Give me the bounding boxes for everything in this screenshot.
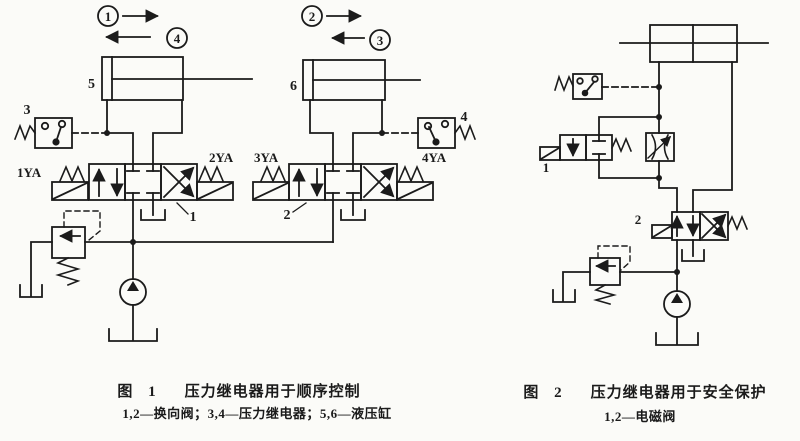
cylinder-5-label: 5 — [88, 77, 95, 92]
pump-icon — [108, 241, 158, 342]
tank-icon — [108, 328, 158, 342]
valve-2-label: 2 — [635, 212, 642, 227]
figure2-diagram: 1 — [539, 24, 769, 346]
step-2-label: 2 — [309, 9, 316, 24]
figure1-caption-title: 压力继电器用于顺序控制 — [184, 384, 361, 400]
pipe-line — [106, 99, 134, 165]
pipe-line — [658, 160, 678, 213]
relay-3-label: 3 — [24, 103, 31, 118]
spring-icon — [453, 123, 477, 142]
tank-icon — [552, 289, 576, 303]
directional-valve-1: 1YA 2YA 1 — [17, 150, 234, 225]
solenoid-4ya-icon — [396, 181, 434, 201]
cylinder-6: 6 — [290, 59, 421, 101]
spring-icon — [58, 164, 86, 184]
relay-4-label: 4 — [461, 110, 468, 125]
step-4-label: 4 — [174, 31, 181, 46]
pressure-relay-3: 3 — [13, 103, 108, 149]
throttle-valve — [645, 132, 675, 162]
pilot-line — [63, 210, 101, 241]
spring-icon — [726, 214, 749, 232]
tank-icon — [681, 249, 705, 262]
spring-icon — [197, 164, 225, 184]
pressure-relay-4: 4 — [381, 110, 477, 149]
spring-icon — [554, 74, 575, 93]
tank-icon — [19, 284, 43, 298]
solenoid-3ya-icon — [252, 181, 290, 201]
directional-valve-2: 3YA 4YA 2 — [252, 150, 447, 223]
cylinder-6-label: 6 — [290, 79, 297, 94]
spring-icon — [259, 164, 287, 184]
pipe-line — [692, 61, 733, 213]
valve-1-label: 1 — [543, 160, 550, 175]
solenoid-1ya-icon — [51, 181, 89, 201]
step-3-badge: 3 — [330, 29, 391, 51]
solenoid-1ya-label: 1YA — [17, 165, 42, 180]
step-1-badge: 1 — [97, 5, 160, 27]
figure2-caption-number: 图 2 — [523, 385, 563, 401]
spring-icon — [610, 136, 633, 154]
step-1-label: 1 — [105, 9, 112, 24]
figure2-caption: 图 2 压力继电器用于安全保护 — [495, 381, 795, 402]
cylinder-5: 5 — [88, 56, 253, 101]
solenoid-2ya-label: 2YA — [209, 150, 234, 165]
solenoid-icon — [651, 224, 673, 239]
spring-icon — [55, 256, 81, 287]
relief-valve — [552, 245, 678, 305]
solenoid-2ya-icon — [196, 181, 234, 201]
solenoid-valve-1: 1 — [539, 134, 633, 175]
step-2-badge: 2 — [301, 5, 363, 27]
pump-icon — [655, 271, 699, 346]
pressure-relay — [554, 73, 660, 100]
relief-valve — [19, 210, 101, 298]
solenoid-valve-2: 2 — [635, 211, 749, 241]
switch-lever-icon — [54, 125, 63, 144]
figure2-caption-title: 压力继电器用于安全保护 — [590, 385, 767, 401]
pipe-line — [30, 241, 53, 297]
solenoid-icon — [539, 146, 561, 161]
valve-2-label: 2 — [284, 208, 291, 223]
adjustable-arrow-icon — [647, 135, 672, 159]
leader-line — [176, 202, 189, 215]
pipe-line — [562, 271, 591, 302]
spring-icon — [397, 164, 425, 184]
pipe-line — [309, 99, 334, 165]
tank-icon — [140, 209, 166, 221]
valve-1-label: 1 — [190, 210, 197, 225]
step-3-label: 3 — [377, 33, 384, 48]
switch-lever-icon — [427, 125, 438, 144]
solenoid-4ya-label: 4YA — [422, 150, 447, 165]
tank-icon — [340, 209, 366, 221]
figure1-legend: 1,2—换向阀；3,4—压力继电器；5,6—液压缸 — [122, 406, 392, 421]
spring-icon — [13, 123, 37, 142]
pipe-line — [352, 99, 383, 165]
pipe-line — [598, 159, 660, 179]
figure1-diagram: 1 4 2 3 5 — [13, 5, 477, 342]
figure1-caption-number: 图 1 — [117, 384, 157, 400]
tank-icon — [655, 332, 699, 346]
junction-dot — [104, 130, 110, 136]
figure2-legend: 1,2—电磁阀 — [604, 409, 676, 424]
pipe-line — [152, 99, 183, 165]
pilot-line — [597, 245, 631, 271]
spring-icon — [593, 283, 617, 305]
step-4-badge: 4 — [104, 27, 188, 49]
leader-line — [292, 202, 307, 213]
solenoid-3ya-label: 3YA — [254, 150, 279, 165]
cylinder — [619, 24, 769, 63]
junction-dot — [379, 130, 385, 136]
pipe-line — [598, 116, 660, 136]
figure1-caption: 图 1 压力继电器用于顺序控制 — [58, 380, 420, 401]
switch-lever-icon — [583, 80, 596, 95]
junction-dot — [656, 84, 662, 90]
